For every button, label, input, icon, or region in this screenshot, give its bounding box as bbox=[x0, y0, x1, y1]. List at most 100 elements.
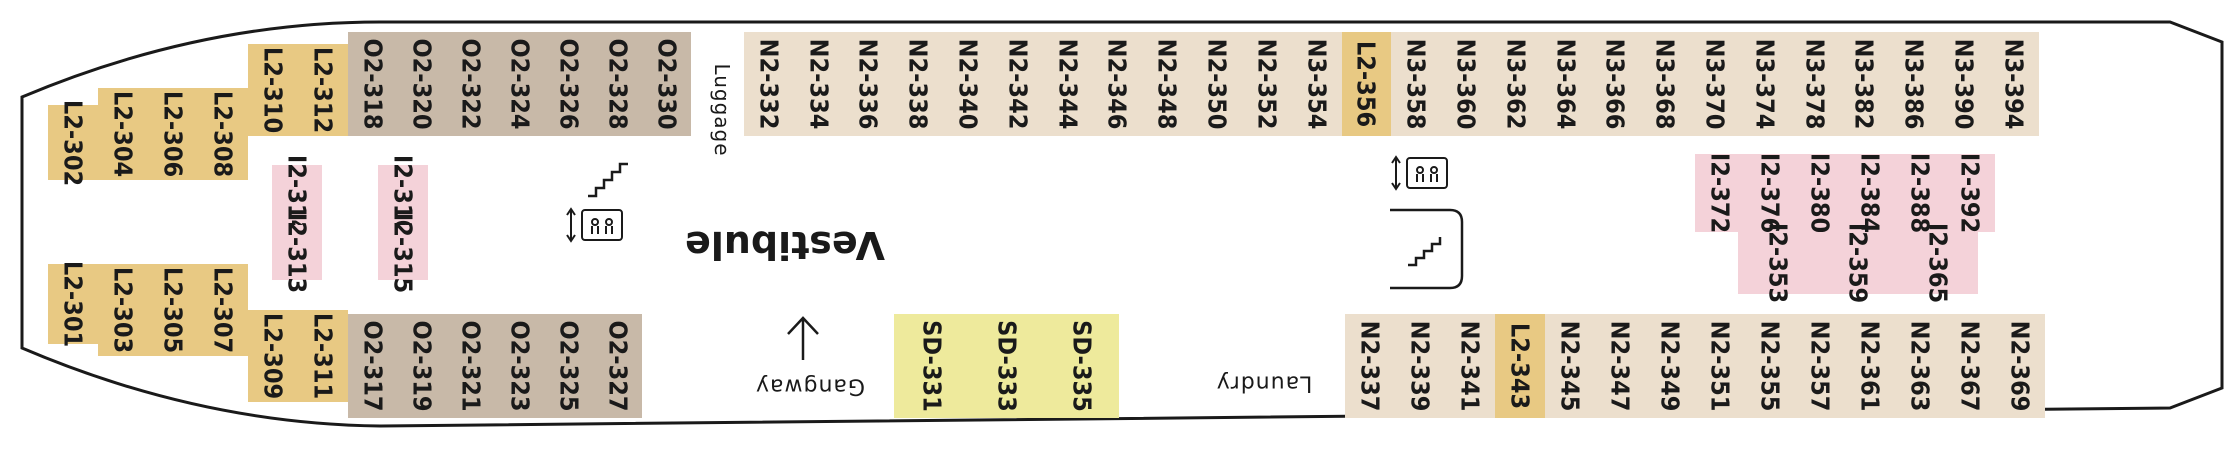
cabin[interactable]: I2-359 bbox=[1818, 223, 1898, 303]
cabin-number: N2-342 bbox=[1003, 38, 1033, 130]
cabin[interactable]: N2-363 bbox=[1895, 314, 1945, 418]
cabin[interactable]: N3-374 bbox=[1740, 32, 1790, 136]
gangway-label: Gangway bbox=[755, 373, 865, 399]
cabin[interactable]: N3-360 bbox=[1441, 32, 1491, 136]
cabin[interactable]: N2-338 bbox=[893, 32, 944, 136]
cabin[interactable]: L2-308 bbox=[198, 88, 248, 180]
cabin[interactable]: N2-348 bbox=[1142, 32, 1193, 136]
cabin[interactable]: L2-311 bbox=[298, 310, 348, 402]
cabin[interactable]: N2-350 bbox=[1192, 32, 1242, 136]
cabin[interactable]: SD-331 bbox=[894, 314, 969, 418]
cabin[interactable]: N2-344 bbox=[1042, 32, 1093, 136]
cabin[interactable]: N3-366 bbox=[1590, 32, 1641, 136]
cabin-number: L2-303 bbox=[108, 266, 138, 354]
cabin-number: I2-315 bbox=[388, 212, 418, 293]
cabin[interactable]: O2-327 bbox=[593, 314, 642, 418]
elevator-icon bbox=[1391, 155, 1448, 191]
cabin[interactable]: I2-314 bbox=[272, 155, 322, 235]
cabin[interactable]: N3-386 bbox=[1889, 32, 1940, 136]
cabin[interactable]: N2-361 bbox=[1845, 314, 1895, 418]
cabin-number: SD-335 bbox=[1067, 320, 1096, 412]
cabin[interactable]: N2-342 bbox=[993, 32, 1043, 136]
cabin[interactable]: N2-355 bbox=[1745, 314, 1795, 418]
arrow-up-icon bbox=[787, 316, 819, 360]
cabin[interactable]: I2-380 bbox=[1795, 153, 1845, 233]
cabin[interactable]: I2-353 bbox=[1738, 223, 1818, 303]
cabin[interactable]: I2-388 bbox=[1895, 153, 1945, 233]
cabin-number: N3-366 bbox=[1600, 38, 1630, 130]
cabin[interactable]: O2-324 bbox=[495, 32, 544, 136]
cabin[interactable]: N2-336 bbox=[843, 32, 894, 136]
cabin[interactable]: N2-337 bbox=[1345, 314, 1395, 418]
cabin[interactable]: N2-349 bbox=[1645, 314, 1695, 418]
cabin[interactable]: L2-304 bbox=[98, 88, 148, 180]
cabin[interactable]: L2-312 bbox=[298, 44, 348, 136]
cabin[interactable]: N2-345 bbox=[1545, 314, 1595, 418]
cabin[interactable]: N2-339 bbox=[1395, 314, 1445, 418]
cabin-number: L2-356 bbox=[1351, 40, 1381, 128]
cabin[interactable]: N2-352 bbox=[1242, 32, 1292, 136]
cabin[interactable]: SD-333 bbox=[969, 314, 1044, 418]
cabin[interactable]: L2-309 bbox=[248, 310, 298, 402]
cabin[interactable]: N3-390 bbox=[1939, 32, 1989, 136]
cabin-number: O2-317 bbox=[358, 320, 387, 412]
cabin[interactable]: N3-382 bbox=[1839, 32, 1890, 136]
cabin[interactable]: I2-315 bbox=[378, 212, 428, 293]
cabin[interactable]: O2-326 bbox=[544, 32, 593, 136]
cabin[interactable]: N3-394 bbox=[1989, 32, 2039, 136]
cabin[interactable]: L2-301 bbox=[48, 261, 98, 347]
cabin-number: O2-325 bbox=[554, 320, 583, 412]
cabin[interactable]: I2-316 bbox=[378, 155, 428, 235]
cabin[interactable]: N3-358 bbox=[1391, 32, 1442, 136]
cabin[interactable]: N2-367 bbox=[1945, 314, 1995, 418]
cabin[interactable]: N2-332 bbox=[744, 32, 794, 136]
cabin[interactable]: I2-376 bbox=[1745, 153, 1795, 233]
cabin[interactable]: N3-370 bbox=[1690, 32, 1740, 136]
cabin[interactable]: I2-372 bbox=[1695, 153, 1745, 233]
cabin[interactable]: L2-302 bbox=[48, 99, 98, 186]
cabin[interactable]: O2-325 bbox=[544, 314, 593, 418]
cabin[interactable]: L2-306 bbox=[148, 88, 198, 180]
cabin[interactable]: O2-319 bbox=[397, 314, 446, 418]
cabin[interactable]: N2-347 bbox=[1595, 314, 1645, 418]
cabin-number: N2-346 bbox=[1102, 38, 1132, 130]
cabin[interactable]: O2-328 bbox=[593, 32, 642, 136]
cabin[interactable]: N2-351 bbox=[1695, 314, 1745, 418]
cabin[interactable]: I2-313 bbox=[272, 212, 322, 293]
cabin-number: I2-365 bbox=[1923, 222, 1953, 304]
cabin[interactable]: L2-303 bbox=[98, 264, 148, 356]
cabin[interactable]: O2-323 bbox=[495, 314, 544, 418]
cabin[interactable]: O2-330 bbox=[642, 32, 691, 136]
cabin-number: I2-359 bbox=[1843, 222, 1873, 304]
cabin[interactable]: N2-334 bbox=[793, 32, 844, 136]
cabin[interactable]: N2-341 bbox=[1445, 314, 1495, 418]
cabin[interactable]: N3-378 bbox=[1789, 32, 1840, 136]
cabin[interactable]: L2-310 bbox=[248, 44, 298, 136]
cabin[interactable]: I2-365 bbox=[1898, 223, 1978, 303]
stairs-icon bbox=[1390, 208, 1464, 290]
cabin[interactable]: O2-321 bbox=[446, 314, 495, 418]
cabin[interactable]: N2-357 bbox=[1795, 314, 1845, 418]
cabin[interactable]: N3-362 bbox=[1491, 32, 1541, 136]
cabin[interactable]: O2-318 bbox=[348, 32, 397, 136]
cabin[interactable]: I2-392 bbox=[1945, 153, 1995, 233]
cabin[interactable]: SD-335 bbox=[1044, 314, 1119, 418]
cabin[interactable]: L2-305 bbox=[148, 264, 198, 356]
cabin[interactable]: N3-354 bbox=[1291, 32, 1342, 136]
cabin[interactable]: N2-369 bbox=[1995, 314, 2045, 418]
cabin[interactable]: N2-346 bbox=[1092, 32, 1143, 136]
cabin[interactable]: L2-356 bbox=[1341, 32, 1392, 136]
cabin-number: N2-332 bbox=[754, 38, 784, 130]
cabin[interactable]: N2-340 bbox=[943, 32, 993, 136]
cabin-number: N2-345 bbox=[1555, 320, 1585, 412]
cabin[interactable]: L2-307 bbox=[198, 264, 248, 356]
elevator-icon bbox=[566, 207, 623, 243]
cabin[interactable]: N3-364 bbox=[1540, 32, 1591, 136]
cabin[interactable]: I2-384 bbox=[1845, 153, 1895, 233]
cabin[interactable]: O2-320 bbox=[397, 32, 446, 136]
cabin[interactable]: N3-368 bbox=[1640, 32, 1691, 136]
cabin[interactable]: O2-322 bbox=[446, 32, 495, 136]
cabin-number: N3-378 bbox=[1800, 38, 1830, 130]
cabin[interactable]: O2-317 bbox=[348, 314, 397, 418]
cabin[interactable]: L2-343 bbox=[1495, 314, 1545, 418]
